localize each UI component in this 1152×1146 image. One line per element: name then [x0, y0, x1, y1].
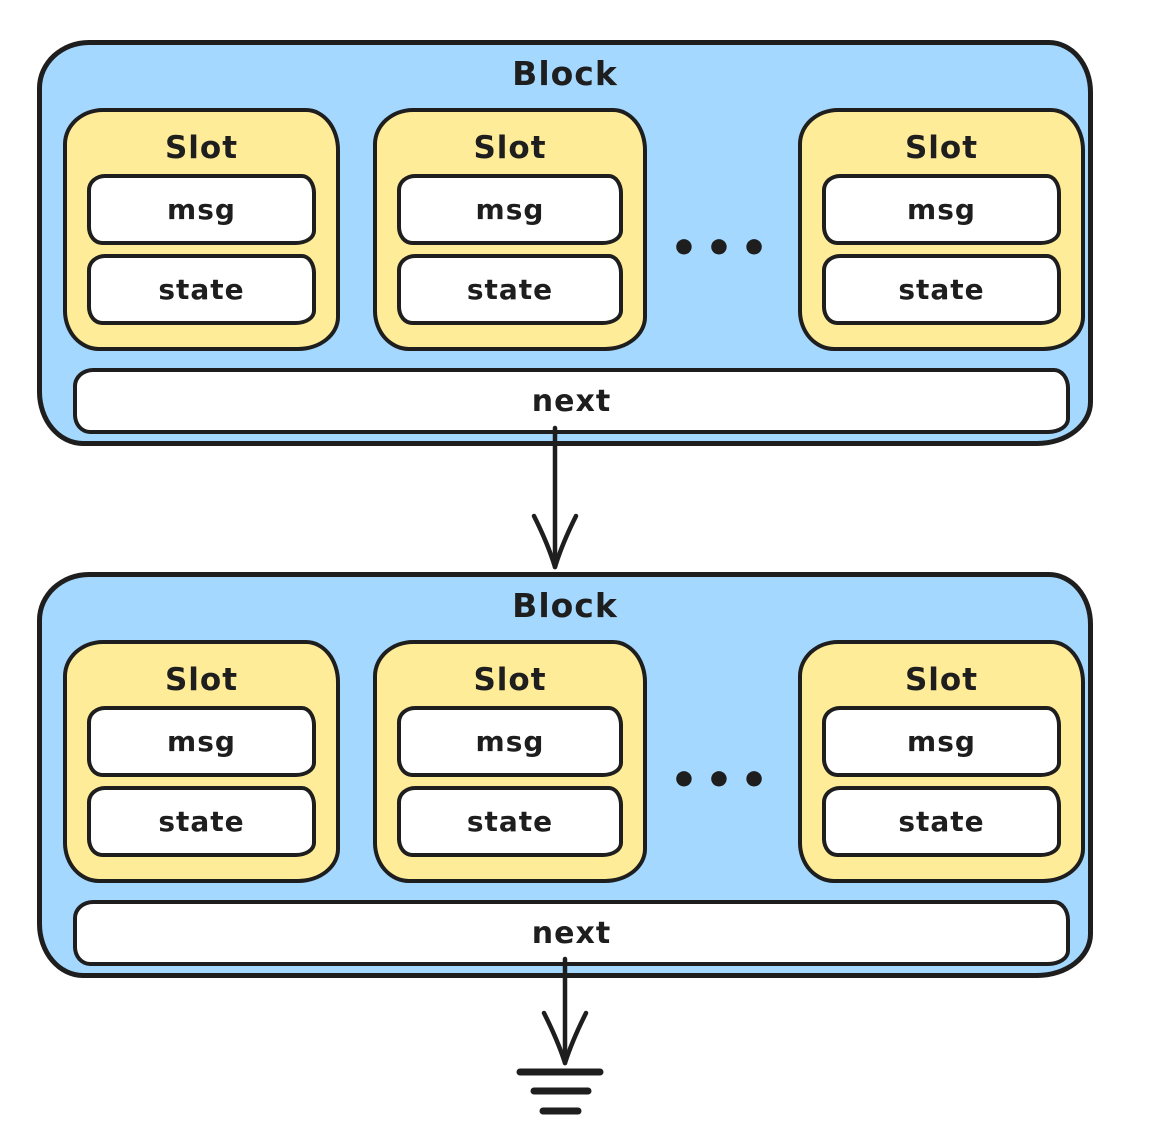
slot-title: Slot — [904, 662, 979, 698]
ground-terminator-icon — [516, 1068, 604, 1115]
msg-field: msg — [87, 174, 316, 245]
slot-title: Slot — [473, 662, 547, 698]
slot-title: Slot — [904, 130, 979, 166]
slot-node: Slot msg state — [373, 108, 647, 351]
slot-title: Slot — [473, 130, 547, 166]
block-title: Block — [512, 54, 618, 93]
slot-node: Slot msg state — [798, 640, 1085, 883]
next-label: next — [531, 915, 612, 951]
slot-node: Slot msg state — [373, 640, 647, 883]
block-node-1: Block Slot msg state Slot msg state ••• … — [37, 40, 1093, 446]
state-field: state — [397, 254, 623, 325]
slot-node: Slot msg state — [798, 108, 1085, 351]
state-field: state — [822, 786, 1061, 857]
slot-node: Slot msg state — [63, 640, 340, 883]
msg-field: msg — [822, 706, 1061, 777]
ellipsis-dots: ••• — [669, 755, 776, 806]
slot-title: Slot — [164, 662, 239, 698]
ellipsis-dots: ••• — [669, 223, 776, 274]
slot-node: Slot msg state — [63, 108, 340, 351]
block-node-2: Block Slot msg state Slot msg state ••• … — [37, 572, 1093, 978]
state-field: state — [87, 786, 316, 857]
slot-title: Slot — [164, 130, 239, 166]
next-arrow-icon — [541, 956, 589, 1066]
next-pointer-field: next — [73, 900, 1070, 966]
slot-row: Slot msg state Slot msg state ••• Slot m… — [42, 108, 1088, 351]
msg-field: msg — [822, 174, 1061, 245]
slot-row: Slot msg state Slot msg state ••• Slot m… — [42, 640, 1088, 883]
next-arrow-icon — [531, 425, 579, 570]
state-field: state — [87, 254, 316, 325]
block-title: Block — [512, 586, 618, 625]
state-field: state — [822, 254, 1061, 325]
msg-field: msg — [87, 706, 316, 777]
msg-field: msg — [397, 174, 623, 245]
state-field: state — [397, 786, 623, 857]
next-label: next — [531, 383, 612, 419]
msg-field: msg — [397, 706, 623, 777]
next-pointer-field: next — [73, 368, 1070, 434]
